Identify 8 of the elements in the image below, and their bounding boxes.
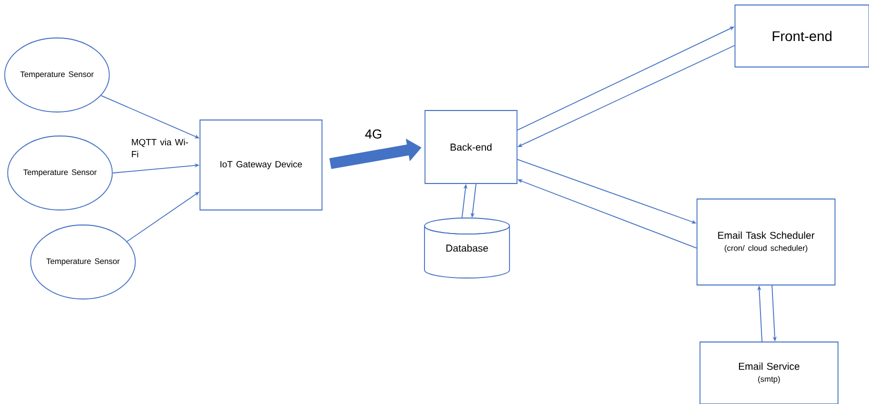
process-box: Front-end [734,4,869,68]
process-box: Back-end [424,110,518,184]
process-box: Email Task Scheduler (cron/ cloud scheduler) [696,198,836,286]
process-box: Email Service (smtp) [700,342,838,404]
database-cylinder: Database [424,218,510,278]
protocol-label: MQTT via Wi-Fi [132,138,188,158]
edge-label: 4G [364,128,384,140]
process-box: IoT Gateway Device [200,120,322,210]
